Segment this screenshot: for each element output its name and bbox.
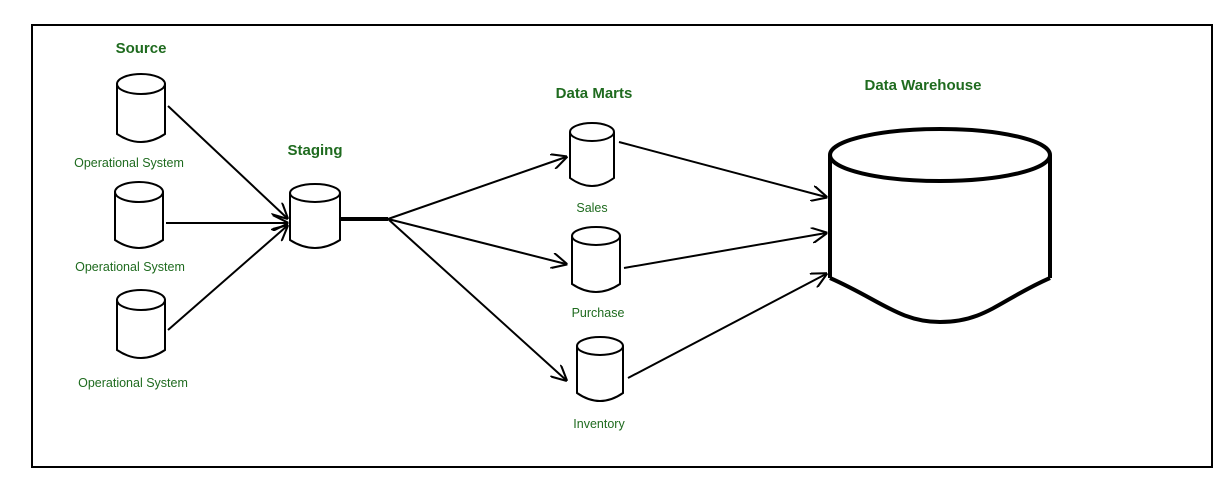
source-title: Source [116,40,167,57]
purchase-mart-database-icon [571,226,621,293]
mart-to-warehouse-arrow [627,274,826,379]
staging-to-mart-arrow [387,218,566,264]
data-warehouse-title: Data Warehouse [865,77,982,94]
source-to-staging-arrow [167,226,287,331]
source-to-staging-arrow [167,105,287,218]
staging-to-mart-arrow [387,157,566,220]
mart-to-warehouse-arrow [623,233,826,269]
data-marts-title: Data Marts [556,85,633,102]
data-warehouse-database-icon [828,127,1052,325]
source-database-icon [114,181,164,249]
source-label: Operational System [78,376,188,390]
staging-database-icon [289,183,341,249]
source-database-icon [116,289,166,359]
staging-to-mart-arrow [387,218,566,380]
inventory-mart-label: Inventory [573,417,625,431]
source-database-icon [116,73,166,143]
mart-to-warehouse-arrow [618,141,826,197]
source-label: Operational System [74,156,184,170]
sales-mart-database-icon [569,122,615,187]
inventory-mart-database-icon [576,336,624,402]
diagram-frame [31,24,1213,468]
staging-title: Staging [288,142,343,159]
purchase-mart-label: Purchase [572,306,625,320]
source-label: Operational System [75,260,185,274]
sales-mart-label: Sales [576,201,607,215]
